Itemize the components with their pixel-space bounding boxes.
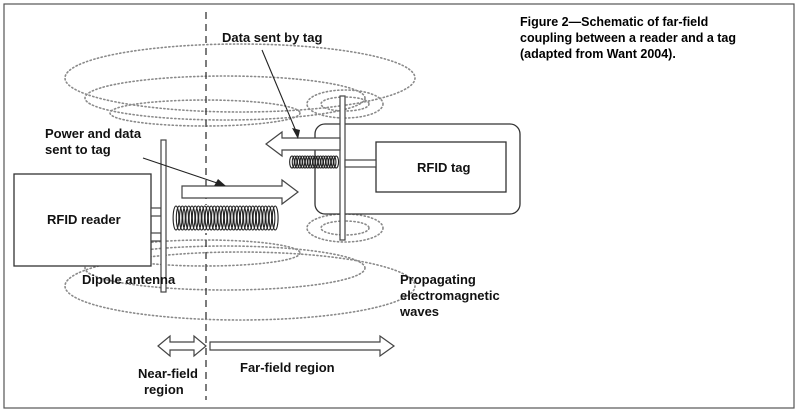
label-near-field-line-2: region	[144, 382, 184, 397]
label-rfid-reader: RFID reader	[47, 212, 121, 227]
label-far-field: Far-field region	[240, 360, 335, 375]
field-line-top-inner	[109, 99, 301, 127]
field-line-top-mid	[84, 75, 366, 121]
reader-wave-coil	[170, 205, 280, 233]
near-field-double-arrow	[157, 334, 207, 358]
field-line-bottom-outer	[64, 251, 416, 321]
field-line-bottom-mid	[84, 245, 366, 291]
caption-line-2: coupling between a reader and a tag	[520, 31, 736, 45]
reader-connector	[150, 207, 162, 217]
caption-line-3: (adapted from Want 2004).	[520, 47, 676, 61]
label-near-field-line-1: Near-field	[138, 366, 198, 381]
label-dipole-antenna: Dipole antenna	[82, 272, 176, 287]
label-power-line-1: Power and data	[45, 126, 142, 141]
label-propagating-line-2: electromagnetic	[400, 288, 500, 303]
label-rfid-tag: RFID tag	[417, 160, 471, 175]
reader-connector-lower	[150, 232, 162, 242]
label-power-line-2: sent to tag	[45, 142, 111, 157]
tag-data-arrow	[265, 130, 341, 158]
far-field-arrow	[209, 334, 396, 358]
power-data-arrow	[181, 178, 299, 206]
pointer-head-tag	[292, 128, 300, 139]
tag-dipole-antenna	[339, 95, 346, 241]
pointer-data-sent-by-tag	[261, 49, 299, 137]
figure-frame	[3, 3, 795, 409]
pointer-power-data	[142, 157, 224, 186]
pointer-head-power	[214, 179, 226, 186]
tag-connector	[344, 159, 377, 168]
reader-field-lines	[64, 43, 416, 321]
reader-dipole-antenna	[160, 139, 167, 293]
rfid-reader-box	[13, 173, 152, 267]
caption-line-1: Figure 2—Schematic of far-field	[520, 15, 708, 29]
tag-wave-coil	[289, 155, 340, 169]
field-line-top-outer	[64, 43, 416, 113]
label-propagating-line-3: waves	[399, 304, 439, 319]
label-data-sent-by-tag: Data sent by tag	[222, 30, 322, 45]
label-propagating-line-1: Propagating	[400, 272, 476, 287]
